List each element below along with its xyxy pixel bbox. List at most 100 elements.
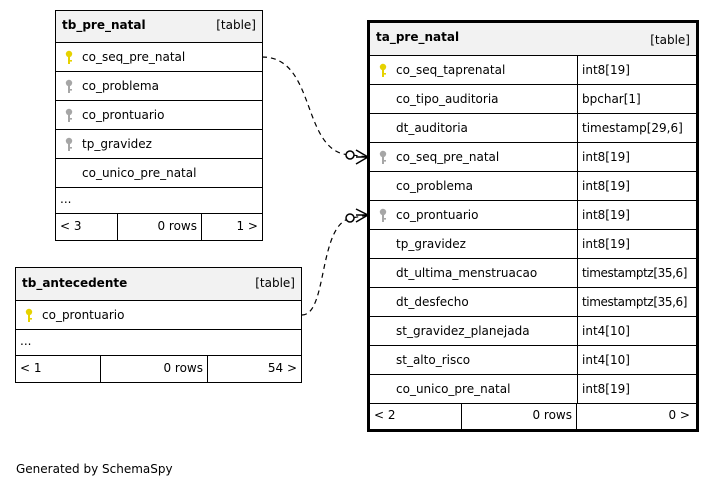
relationship-antecedente-crowfoot [355, 208, 369, 223]
column-name: st_gravidez_planejada [396, 324, 530, 338]
table-name: tb_antecedente [22, 276, 128, 290]
relationship-pre-natal-crowfoot [355, 149, 369, 165]
column-row[interactable]: dt_ultima_menstruacao timestamptz[35,6] [370, 259, 696, 288]
table-ta-pre-natal[interactable]: ta_pre_natal [table] co_seq_taprenatal i… [367, 20, 699, 432]
column-type: int8[19] [577, 230, 630, 258]
rows-label: 0 rows [163, 361, 203, 375]
column-type: timestamptz[35,6] [577, 259, 687, 287]
primary-key-icon [379, 63, 387, 77]
table-kind: [table] [216, 18, 256, 32]
column-type: int8[19] [577, 375, 630, 403]
parents-link[interactable]: < 2 [370, 404, 462, 429]
column-name: co_prontuario [82, 108, 165, 122]
column-type: timestamptz[35,6] [577, 288, 687, 316]
foreign-key-icon [65, 79, 73, 93]
table-header: tb_pre_natal [table] [56, 11, 262, 43]
column-row[interactable]: co_prontuario [16, 301, 301, 330]
column-type: int4[10] [577, 317, 630, 345]
table-header: tb_antecedente [table] [16, 268, 301, 301]
foreign-key-icon [65, 108, 73, 122]
column-name: co_problema [396, 179, 473, 193]
column-type: int4[10] [577, 346, 630, 374]
table-footer: < 1 0 rows 54 > [16, 356, 301, 382]
table-name: ta_pre_natal [376, 30, 460, 44]
rows-label: 0 rows [532, 408, 572, 422]
column-name: co_problema [82, 79, 159, 93]
column-name: dt_auditoria [396, 121, 468, 135]
column-row[interactable]: st_gravidez_planejada int4[10] [370, 317, 696, 346]
foreign-key-icon [65, 137, 73, 151]
table-header: ta_pre_natal [table] [370, 23, 696, 56]
more-columns: ... [16, 330, 301, 356]
row-count: 0 rows [101, 356, 208, 382]
relationship-antecedente-circle [345, 213, 355, 223]
column-row[interactable]: co_unico_pre_natal [56, 159, 262, 188]
column-row[interactable]: co_tipo_auditoria bpchar[1] [370, 85, 696, 114]
column-row[interactable]: co_prontuario [56, 101, 262, 130]
column-name: co_unico_pre_natal [82, 166, 197, 180]
row-count: 0 rows [118, 213, 202, 240]
relationship-pre-natal-circle [345, 150, 355, 160]
row-count: 0 rows [462, 404, 577, 429]
column-row[interactable]: dt_auditoria timestamp[29,6] [370, 114, 696, 143]
column-name: co_prontuario [396, 208, 479, 222]
column-name: co_tipo_auditoria [396, 92, 499, 106]
column-row[interactable]: co_problema [56, 72, 262, 101]
column-row[interactable]: st_alto_risco int4[10] [370, 346, 696, 375]
column-type: int8[19] [577, 56, 630, 84]
column-name: dt_desfecho [396, 295, 469, 309]
primary-key-icon [25, 308, 33, 322]
parents-link[interactable]: < 1 [16, 356, 101, 382]
column-row[interactable]: co_seq_pre_natal [56, 43, 262, 72]
column-type: timestamp[29,6] [577, 114, 683, 142]
parents-count: < 1 [20, 361, 42, 375]
ellipsis: ... [60, 192, 72, 206]
parents-link[interactable]: < 3 [56, 213, 118, 240]
foreign-key-icon [379, 150, 387, 164]
column-name: tp_gravidez [82, 137, 152, 151]
children-count: 1 > [236, 219, 258, 233]
column-type: int8[19] [577, 172, 630, 200]
parents-count: < 3 [60, 219, 82, 233]
parents-count: < 2 [374, 408, 396, 422]
column-name: dt_ultima_menstruacao [396, 266, 538, 280]
generated-by-label: Generated by SchemaSpy [16, 462, 173, 476]
column-row[interactable]: tp_gravidez [56, 130, 262, 159]
column-name: co_unico_pre_natal [396, 382, 511, 396]
ellipsis: ... [20, 334, 32, 348]
children-link[interactable]: 1 > [202, 213, 262, 240]
table-footer: < 3 0 rows 1 > [56, 213, 262, 240]
more-columns: ... [56, 188, 262, 214]
relationship-antecedente [301, 214, 369, 316]
foreign-key-icon [379, 208, 387, 222]
relationship-pre-natal [261, 56, 369, 158]
column-row[interactable]: dt_desfecho timestamptz[35,6] [370, 288, 696, 317]
column-name: co_seq_pre_natal [82, 50, 186, 64]
column-row[interactable]: tp_gravidez int8[19] [370, 230, 696, 259]
table-kind: [table] [650, 33, 690, 47]
children-count: 54 > [267, 361, 297, 375]
column-name: co_prontuario [42, 308, 125, 322]
column-name: co_seq_taprenatal [396, 63, 506, 77]
column-name: st_alto_risco [396, 353, 471, 367]
table-tb-antecedente[interactable]: tb_antecedente [table] co_prontuario ...… [15, 267, 302, 383]
table-tb-pre-natal[interactable]: tb_pre_natal [table] co_seq_pre_natal co… [55, 10, 263, 241]
children-count: 0 > [668, 408, 690, 422]
rows-label: 0 rows [157, 219, 197, 233]
table-kind: [table] [255, 276, 295, 290]
column-row[interactable]: co_prontuario int8[19] [370, 201, 696, 230]
column-row[interactable]: co_seq_pre_natal int8[19] [370, 143, 696, 172]
children-link[interactable]: 0 > [577, 404, 696, 429]
primary-key-icon [65, 50, 73, 64]
column-name: co_seq_pre_natal [396, 150, 500, 164]
column-name: tp_gravidez [396, 237, 466, 251]
table-footer: < 2 0 rows 0 > [370, 404, 696, 429]
column-type: int8[19] [577, 143, 630, 171]
column-row[interactable]: co_seq_taprenatal int8[19] [370, 56, 696, 85]
column-row[interactable]: co_unico_pre_natal int8[19] [370, 375, 696, 404]
children-link[interactable]: 54 > [208, 356, 301, 382]
table-name: tb_pre_natal [62, 18, 146, 32]
column-type: bpchar[1] [577, 85, 641, 113]
column-row[interactable]: co_problema int8[19] [370, 172, 696, 201]
